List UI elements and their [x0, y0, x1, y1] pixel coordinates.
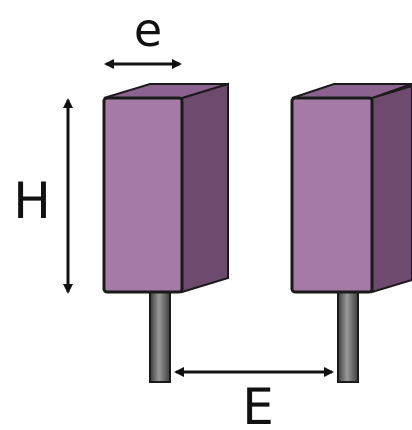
spacing-label: E — [242, 378, 274, 430]
right-electrode-post — [337, 289, 359, 383]
left-electrode — [102, 82, 229, 383]
right-electrode-side — [371, 84, 412, 294]
right-electrode-front — [290, 96, 374, 294]
left-electrode-side — [181, 82, 229, 294]
left-electrode-post — [149, 289, 171, 383]
left-electrode-front — [102, 96, 184, 294]
thickness-label: e — [134, 3, 162, 57]
height-label: H — [13, 172, 51, 230]
right-electrode — [290, 83, 412, 383]
